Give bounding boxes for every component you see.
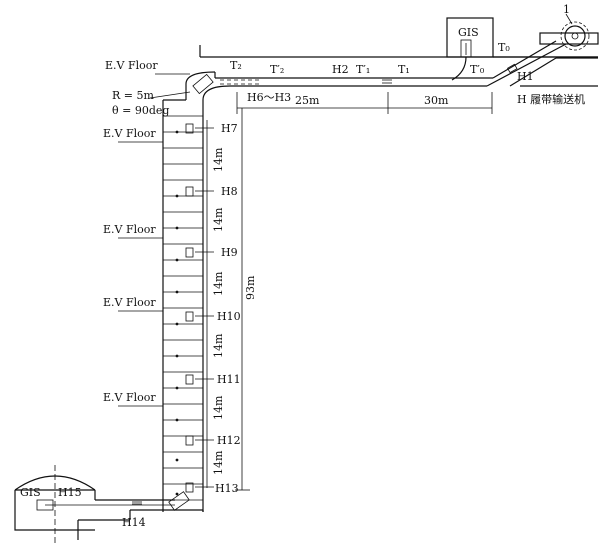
bottom-structure (14, 465, 204, 545)
marker-1-label: 1 (563, 3, 570, 16)
cable-dot (175, 194, 179, 198)
cable-box (185, 186, 194, 197)
cable-dot (175, 290, 179, 294)
dist-30-label: 30m (424, 94, 449, 107)
gis-bottom-label: GIS (20, 486, 41, 499)
diagram-labels: GIS 1 T₀ T′₀ T₁ T′₁ H2 T′₂ T₂ H1 H 履带输送机… (20, 3, 585, 529)
shaft-rungs (163, 115, 203, 501)
t0-label: T₀ (498, 41, 510, 54)
floor-label-4: E.V Floor (103, 296, 156, 309)
seg-14-label-1: 14m (212, 147, 225, 172)
h10-label: H10 (217, 310, 241, 323)
t2-prime-label: T′₂ (270, 63, 284, 76)
h9-label: H9 (221, 246, 238, 259)
t1-prime-label: T′₁ (356, 63, 370, 76)
upper-horizontal-tunnel (215, 40, 598, 87)
floor-label-3: E.V Floor (103, 223, 156, 236)
h12-label: H12 (217, 434, 241, 447)
vertical-shaft (162, 71, 231, 512)
seg-14-label-5: 14m (212, 395, 225, 420)
top-floor-structure (199, 17, 598, 58)
t1-label: T₁ (398, 63, 410, 76)
h1-label: H1 (517, 70, 534, 83)
h13-label: H13 (215, 482, 239, 495)
floor-label-1: E.V Floor (105, 59, 158, 72)
h11-label: H11 (217, 373, 241, 386)
t0-prime-label: T′₀ (470, 63, 485, 76)
conveyor-label: H 履带输送机 (517, 92, 585, 106)
seg-14-label-6: 14m (212, 450, 225, 475)
height-93-label: 93m (244, 275, 257, 300)
cable-dot (175, 492, 179, 496)
h8-label: H8 (221, 185, 238, 198)
radius-label: R = 5m (112, 89, 154, 102)
h6-h3-label: H6～H3 (247, 91, 291, 104)
cable-box (185, 123, 194, 134)
seg-14-label-3: 14m (212, 271, 225, 296)
floor-label-2: E.V Floor (103, 127, 156, 140)
cable-dot (175, 322, 179, 326)
cable-box (185, 247, 194, 258)
cable-box (185, 311, 194, 322)
theta-label: θ = 90deg (112, 104, 169, 117)
h14-label: H14 (122, 516, 146, 529)
floor-label-5: E.V Floor (103, 391, 156, 404)
cable-dot (175, 258, 179, 262)
cable-box (185, 435, 194, 446)
dimension-lines (149, 91, 493, 491)
cable-box (185, 374, 194, 385)
h2-label: H2 (332, 63, 349, 76)
gis-top-label: GIS (458, 26, 479, 39)
cable-dot (175, 130, 179, 134)
seg-14-label-4: 14m (212, 333, 225, 358)
station-ticks (195, 127, 214, 488)
h15-label: H15 (58, 486, 82, 499)
cable-dot (175, 418, 179, 422)
seg-14-label-2: 14m (212, 207, 225, 232)
t2-label: T₂ (230, 59, 242, 72)
shaft-cable-boxes (185, 123, 194, 493)
cable-dot (175, 354, 179, 358)
cable-dot (175, 226, 179, 230)
dist-25-label: 25m (295, 94, 320, 107)
conveyor-drum (539, 13, 599, 51)
h7-label: H7 (221, 122, 238, 135)
cable-dot (175, 458, 179, 462)
cable-box (185, 482, 194, 493)
shaft-cable-dots (175, 130, 179, 496)
floor-leaders (118, 73, 190, 407)
cable-dot (175, 386, 179, 390)
